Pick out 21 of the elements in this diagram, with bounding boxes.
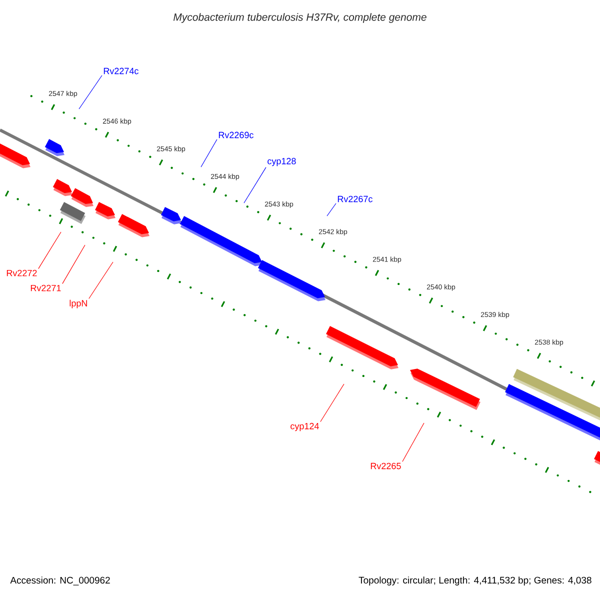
- gene-label: cyp128: [268, 158, 296, 166]
- leader-line: [38, 232, 62, 269]
- gene-label: Rv2269c: [218, 132, 254, 138]
- leader-line: [200, 139, 218, 168]
- leader-line: [326, 203, 336, 216]
- leader-line: [320, 384, 344, 422]
- leader-line: [244, 166, 266, 204]
- leader-line: [78, 75, 102, 110]
- gene-label: Rv2272: [6, 270, 37, 276]
- genome-summary: Topology: circular; Length: 4,411,532 bp; Genes: 4,038: [358, 576, 592, 586]
- gene-label: Rv2265: [370, 462, 401, 470]
- gene-label: Rv2271: [30, 284, 61, 292]
- accession-note: Accession: NC_000962: [10, 576, 110, 586]
- leader-line: [402, 422, 424, 462]
- title: Mycobacterium tuberculosis H37Rv, complete genome: [174, 13, 426, 23]
- leader-line: [88, 262, 114, 299]
- leader-line: [62, 244, 86, 284]
- gene-label: lppN: [70, 300, 87, 308]
- gene-label: Rv2274c: [104, 68, 138, 74]
- gene-label: Rv2267c: [338, 196, 372, 202]
- gene-label: cyp124: [290, 422, 319, 432]
